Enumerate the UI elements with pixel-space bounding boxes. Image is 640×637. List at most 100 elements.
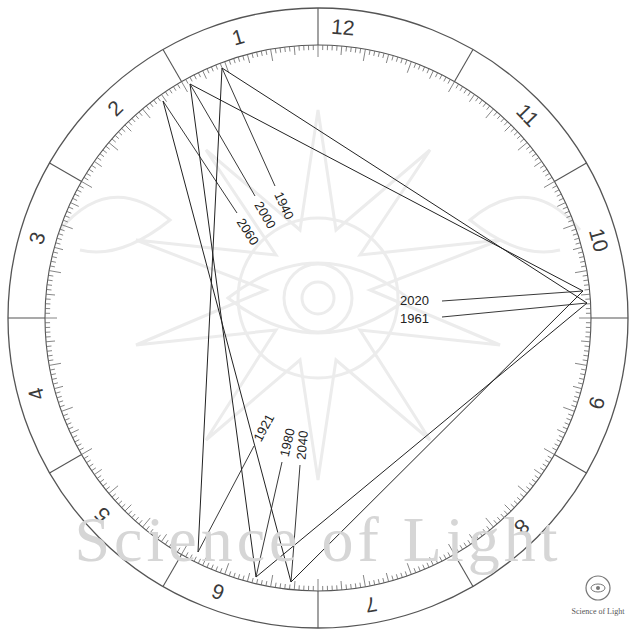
degree-tick <box>289 585 291 590</box>
degree-tick <box>535 158 539 161</box>
degree-tick <box>186 79 188 83</box>
degree-tick <box>289 47 291 52</box>
leader-line <box>163 101 237 213</box>
degree-tick <box>581 369 586 371</box>
degree-tick <box>418 65 420 70</box>
degree-tick <box>46 336 51 337</box>
degree-tick <box>45 308 50 309</box>
sector-divider <box>591 317 628 318</box>
house-number: 7 <box>363 594 378 617</box>
sector-divider <box>8 317 45 318</box>
degree-tick <box>53 252 58 253</box>
degree-tick <box>573 401 578 403</box>
degree-tick <box>529 150 533 153</box>
degree-tick <box>203 71 207 79</box>
degree-tick <box>56 392 61 393</box>
degree-tick <box>535 476 539 479</box>
degree-tick <box>298 46 299 51</box>
degree-tick <box>449 82 455 92</box>
degree-tick <box>112 139 116 142</box>
degree-tick <box>51 261 56 262</box>
degree-tick <box>586 332 591 333</box>
degree-tick <box>238 57 239 62</box>
degree-tick <box>514 501 518 504</box>
degree-tick <box>355 583 357 588</box>
degree-tick <box>369 581 371 586</box>
degree-tick <box>573 386 582 388</box>
degree-tick <box>294 46 296 55</box>
degree-tick <box>135 115 138 119</box>
degree-tick <box>579 378 584 379</box>
degree-tick <box>487 106 490 110</box>
degree-tick <box>571 229 576 231</box>
degree-tick <box>139 112 142 116</box>
degree-tick <box>75 194 79 196</box>
degree-tick <box>103 150 107 153</box>
degree-tick <box>100 154 104 157</box>
degree-tick <box>322 45 323 50</box>
leader-lines <box>163 68 587 582</box>
degree-tick <box>69 207 74 209</box>
degree-tick <box>234 58 236 63</box>
degree-tick <box>575 363 587 365</box>
degree-tick <box>71 203 79 207</box>
degree-tick <box>313 45 314 50</box>
degree-tick <box>49 363 61 365</box>
degree-tick <box>557 203 565 207</box>
degree-tick <box>341 581 343 590</box>
sector-divider <box>455 50 474 82</box>
degree-tick <box>363 49 365 61</box>
degree-tick <box>520 139 524 142</box>
degree-tick <box>82 449 92 455</box>
degree-tick <box>61 225 72 229</box>
degree-tick <box>585 289 590 291</box>
degree-tick <box>275 48 277 53</box>
degree-tick <box>583 275 588 277</box>
degree-tick <box>75 440 79 442</box>
sector-divider <box>50 455 82 474</box>
degree-tick <box>444 77 446 81</box>
degree-tick <box>383 53 384 58</box>
degree-tick <box>48 359 53 361</box>
degree-tick <box>86 173 90 176</box>
degree-tick <box>557 430 565 434</box>
degree-tick <box>146 106 149 110</box>
house-number: 2 <box>104 96 127 119</box>
degree-tick <box>265 50 267 55</box>
degree-tick <box>84 177 88 180</box>
degree-tick <box>216 65 218 70</box>
degree-tick <box>229 60 231 65</box>
degree-tick <box>460 86 463 90</box>
degree-tick <box>584 284 589 286</box>
degree-tick <box>128 122 131 126</box>
house-number: 12 <box>331 16 356 39</box>
degree-tick <box>89 464 93 467</box>
degree-tick <box>60 405 65 407</box>
degree-tick <box>581 341 590 343</box>
degree-tick <box>511 128 515 131</box>
degree-tick <box>243 56 244 61</box>
degree-tick <box>526 487 530 490</box>
sector-divider <box>554 455 586 474</box>
degree-tick <box>584 350 589 352</box>
degree-tick <box>161 94 166 101</box>
degree-tick <box>346 47 348 52</box>
degree-tick <box>505 125 511 131</box>
degree-tick <box>563 225 574 229</box>
degree-tick <box>346 585 348 590</box>
degree-ticks <box>45 45 591 591</box>
degree-tick <box>529 483 533 486</box>
degree-tick <box>407 61 411 72</box>
degree-tick <box>48 280 53 282</box>
degree-tick <box>109 143 118 151</box>
degree-tick <box>46 294 55 296</box>
degree-tick <box>414 63 416 68</box>
degree-tick <box>518 143 527 151</box>
sector-divider <box>163 50 182 82</box>
degree-tick <box>115 497 119 500</box>
degree-tick <box>574 396 579 397</box>
degree-tick <box>261 51 262 56</box>
degree-tick <box>220 63 222 68</box>
degree-tick <box>374 580 375 585</box>
